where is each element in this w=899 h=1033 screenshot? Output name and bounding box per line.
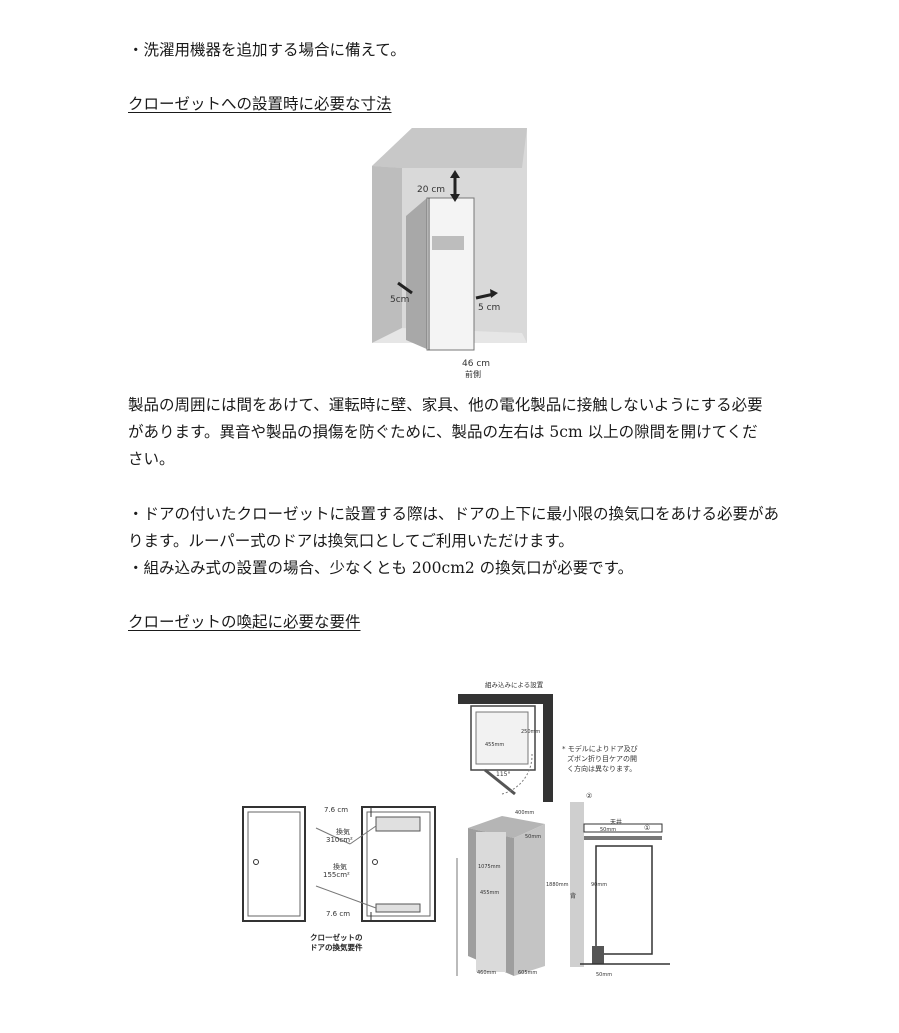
side-mid-label: 90mm <box>591 882 607 888</box>
box-height-label: 1880mm <box>546 882 569 888</box>
paragraph-line: ・ドアの付いたクローゼットに設置する際は、ドアの上下に最小限の換気口をあける必要… <box>128 505 780 523</box>
paragraph-line: があります。異音や製品の損傷を防ぐために、製品の左右は 5cm 以上の隙間を開け… <box>128 423 758 441</box>
side-top-label: 50mm <box>600 827 616 833</box>
closet-ventilation-figure: 7.6 cm 換気 310cm² 換気 155cm² 7.6 cm クローゼット… <box>242 680 670 978</box>
note-line: く方向は異なります。 <box>567 764 636 773</box>
paragraph-line: ・組み込み式の設置の場合、少なくとも 200cm2 の換気口が必要です。 <box>128 559 634 577</box>
closet-door-diagram: 7.6 cm 換気 310cm² 換気 155cm² 7.6 cm クローゼット… <box>242 806 436 952</box>
side-bottom-label: 50mm <box>596 972 612 978</box>
door-bottom-label: 7.6 cm <box>326 910 350 918</box>
note-line: ズボン折り目ケアの開 <box>567 754 637 763</box>
builtin-depth: 250mm <box>521 729 540 735</box>
box-side-label: 50mm <box>525 834 541 840</box>
svg-text:155cm²: 155cm² <box>323 871 350 879</box>
side-ceiling-label: 天井 <box>610 818 622 826</box>
paragraph-clearance: 製品の周囲には間をあけて、運転時に壁、家具、他の電化製品に接触しないようにする必… <box>128 392 778 473</box>
builtin-angle: 115° <box>496 771 510 778</box>
builtin-side-view: 天井 50mm ① ② 90mm 背 50mm <box>570 792 670 978</box>
section-heading-ventilation: クローゼットの喚起に必要な要件 <box>128 613 361 631</box>
note-line: * モデルによりドア及び <box>562 744 638 753</box>
box-front-label: 1075mm <box>478 864 501 870</box>
builtin-width: 455mm <box>485 742 504 748</box>
bottom-gap-label: 46 cm <box>462 359 490 369</box>
side-circle-1: ① <box>644 824 650 832</box>
paragraph-ventilation: ・ドアの付いたクローゼットに設置する際は、ドアの上下に最小限の換気口をあける必要… <box>128 501 780 582</box>
side-circle-2: ② <box>586 792 592 800</box>
top-gap-label: 20 cm <box>417 185 445 195</box>
door-caption-2: ドアの換気要件 <box>310 942 363 952</box>
paragraph-line: ります。ルーパー式のドアは換気口としてご利用いただけます。 <box>128 532 574 550</box>
door-caption-1: クローゼットの <box>310 932 363 942</box>
svg-text:310cm²: 310cm² <box>326 836 353 844</box>
paragraph-line: さい。 <box>128 450 175 468</box>
svg-text:換気: 換気 <box>333 862 347 871</box>
box-top-label: 400mm <box>515 810 534 816</box>
box-mid-label: 455mm <box>480 890 499 896</box>
door-top-label: 7.6 cm <box>324 806 348 814</box>
right-gap-label: 5 cm <box>478 303 500 313</box>
section-heading-dimensions: クローゼットへの設置時に必要な寸法 <box>128 95 392 113</box>
left-gap-label: 5cm <box>390 295 409 305</box>
builtin-title: 組み込みによる設置 <box>485 680 544 689</box>
box-w2-label: 605mm <box>518 970 537 976</box>
bottom-gap-sub: 前側 <box>465 369 481 379</box>
side-back-label: 背 <box>570 892 576 900</box>
closet-dimension-figure: 20 cm 5cm 5 cm 46 cm 前側 <box>372 128 527 379</box>
builtin-top-view: 組み込みによる設置 455mm 250mm 115° * モデルによりドア及び … <box>458 680 638 802</box>
svg-text:換気: 換気 <box>336 827 350 836</box>
builtin-3d-box: 400mm 50mm 1880mm 1075mm 455mm 460mm 605… <box>456 810 569 976</box>
bullet-line: ・洗濯用機器を追加する場合に備えて。 <box>128 41 406 59</box>
paragraph-line: 製品の周囲には間をあけて、運転時に壁、家具、他の電化製品に接触しないようにする必… <box>128 396 763 414</box>
box-w1-label: 460mm <box>477 970 496 976</box>
